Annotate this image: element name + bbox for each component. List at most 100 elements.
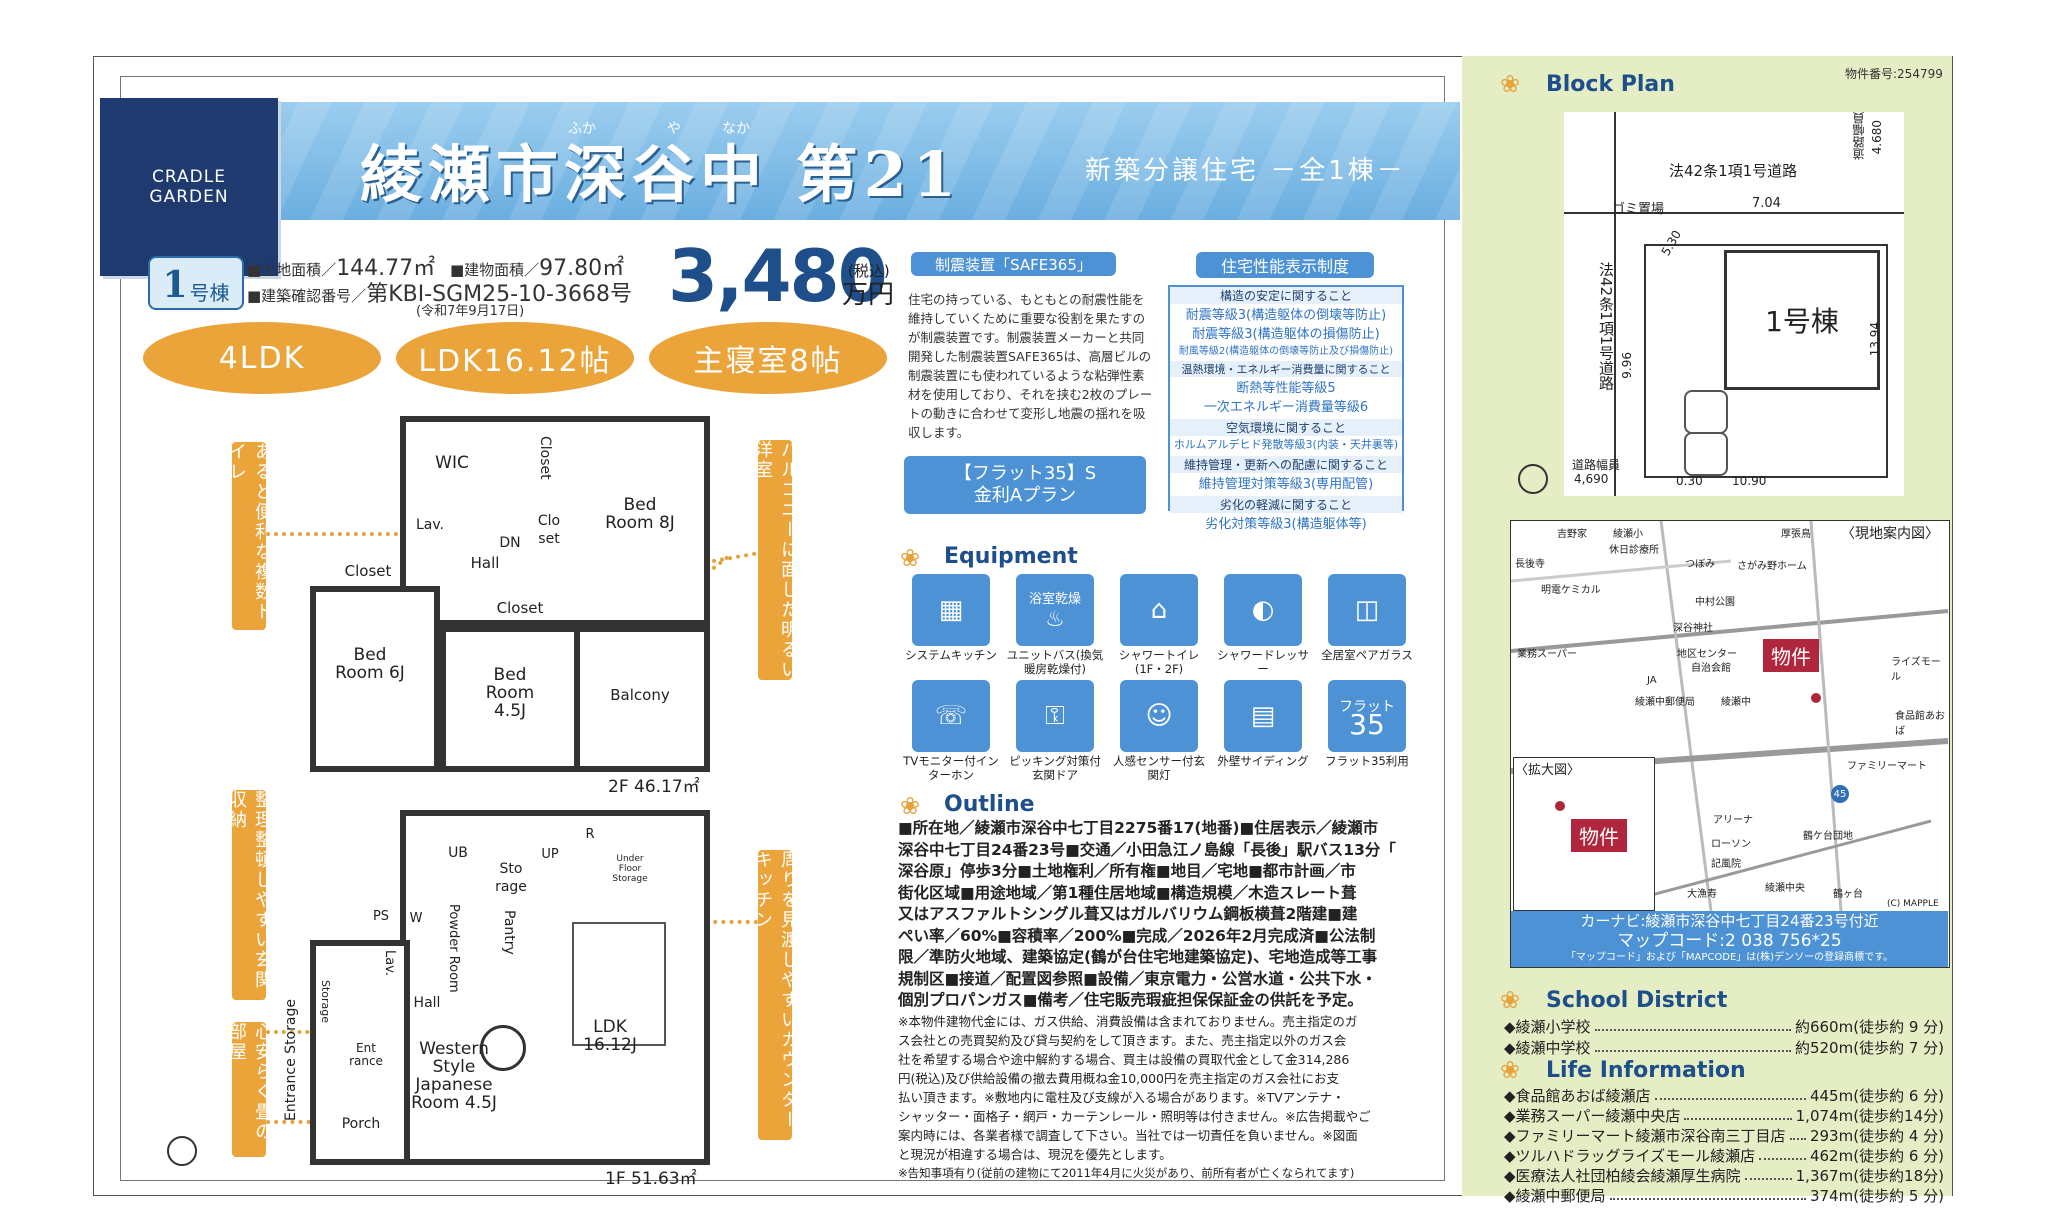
callout-counter-kitchen: 周りを見渡しやすいカウンターキッチン [752,850,799,1140]
callout-tatami: 心安らぐ畳の部屋 [226,1022,273,1157]
room-powder: Powder Room [446,904,461,993]
performance-box: 構造の安定に関すること 耐震等級3(構造躯体の倒壊等防止) 耐震等級3(構造躯体… [1168,285,1404,532]
road-top-label: 法42条1項1号道路 [1669,162,1798,180]
room-clo-set: Clo set [537,513,561,547]
block-plan: 1号棟 法42条1項1号道路 法42条1項1号道路 ゴミ置場 7.04 5.30… [1564,112,1904,496]
room-hall: Hall [470,554,500,572]
feature-ldk-size: LDK16.12帖 [396,322,634,394]
connector-line [266,532,406,536]
lotus-icon: ❀ [1500,70,1521,98]
map-pin-icon [1811,693,1821,703]
ps-label: PS [372,909,390,924]
safe365-title: 制震装置「SAFE365」 [911,252,1116,276]
room-pantry: Pantry [501,910,517,955]
room-japanese: Western Style Japanese Room 4.5J [411,1039,497,1113]
dim-13-94: 13.94 [1868,322,1882,357]
outline-notes: ※本物件建物代金には、ガス供給、消費設備は含まれておりません。売主指定のガ ス会… [898,1014,1371,1180]
area-spec: ■土地面積／144.77㎡ ■建物面積／97.80㎡ [247,256,625,281]
property-marker-zoom: 物件 [1571,819,1627,852]
price-tax: (税込) [848,262,890,280]
intercom-icon: ☏ [912,680,990,752]
cradle-garden-logo: CRADLE GARDEN [100,98,278,276]
road-left-label: 法42条1項1号道路 [1597,262,1615,391]
room-balcony: Balcony [610,686,670,704]
left-panel [120,76,1445,1181]
floor-plan-1f: UB Sto rage UP R Under Floor Storage PS … [283,810,710,1165]
dim-10-90: 10.90 [1732,474,1767,488]
page-subtitle: 新築分譲住宅 －全1棟－ [1085,156,1406,186]
kitchen-icon: ▦ [912,574,990,646]
room-entrance: Ent rance [349,1041,383,1068]
feature-master-bedroom: 主寝室8帖 [649,322,887,394]
map-pin-icon [1555,801,1565,811]
room-closet-vertical: Closet [537,436,553,480]
room-ub: UB [448,845,468,861]
garbage-label: ゴミ置場 [1612,202,1665,217]
car-icon [1684,390,1728,434]
lotus-icon: ❀ [1500,986,1521,1014]
confirm-date: (令和7年9月17日) [416,304,525,319]
page-title: 綾瀬市深谷中 第21 [360,138,962,211]
ruby-ya: や [667,121,681,137]
room-bed-4-5j: Bed Room 4.5J [485,665,535,721]
ruby-naka: なか [722,121,750,137]
list-item: ◆綾瀬小学校約660m(徒歩約 9 分) [1504,1018,1944,1036]
property-marker: 物件 [1763,639,1819,672]
washer-w: W [409,911,423,926]
stairs-up: UP [541,847,559,862]
block-plan-title: Block Plan [1546,72,1675,97]
floor-plan-2f: WIC Lav. Closet Closet Clo set Bed Room … [310,416,710,772]
dim-7-04: 7.04 [1752,196,1781,211]
lotus-icon: ❀ [1500,1056,1521,1084]
feature-4ldk: 4LDK [143,322,381,394]
under-floor-storage: Under Floor Storage [612,854,648,884]
outline-title: Outline [944,792,1035,817]
window-icon: ◫ [1328,574,1406,646]
table-icon [480,1025,526,1071]
road-width-top: 4.680 [1870,120,1884,155]
callout-toilets: あると便利な複数トイレ [226,442,273,630]
school-title: School District [1546,988,1728,1013]
floor-2f-area: 2F 46.17㎡ [608,777,700,797]
dining-table-icon [572,922,666,1046]
confirm-spec: ■建築確認番号／第KBI-SGM25-10-3668号 [247,282,632,307]
zoom-title: 〈拡大図〉 [1515,763,1581,778]
ruby-fuka: ふか [568,121,596,137]
room-lav-1f: Lav. [382,950,397,977]
car-icon [1684,432,1728,476]
page-frame [93,56,1953,1196]
room-hall-1f: Hall [413,995,441,1011]
dim-9-96: 9.96 [1620,352,1634,379]
equipment-title: Equipment [944,544,1078,569]
lotus-icon: ❀ [900,544,921,572]
equipment-grid: ▦ システムキッチン 浴室乾燥♨ ユニットバス(換気暖房乾燥付) ⌂ シャワート… [902,574,1413,782]
room-closet-2: Closet [496,599,544,617]
lotus-icon: ❀ [900,792,921,820]
road-width-label-top: 道路幅員 [1852,112,1866,160]
room-closet: Closet [344,562,392,580]
room-storage: Sto rage [495,861,527,895]
floor-1f-area: 1F 51.63㎡ [605,1169,697,1189]
room-bed-6j: Bed Room 6J [335,645,405,683]
north-compass-icon [1518,464,1548,494]
callout-entrance-storage: 整理整頓しやすい玄関収納 [226,790,273,1000]
map-copyright: (C) MAPPLE [1887,899,1939,909]
wall-icon: ▤ [1224,680,1302,752]
title-banner [100,102,1460,220]
room-lav: Lav. [415,517,445,533]
map-navi-bar: カーナビ:綾瀬市深谷中七丁目24番23号付近 マップコード:2 038 756*… [1511,911,1948,967]
banner-stripes [100,102,1460,220]
room-ldk: LDK 16.12J [583,1017,637,1055]
building-footprint: 1号棟 [1724,250,1880,390]
stairs-dn: DN [499,535,521,551]
dim-0-30: 0.30 [1676,474,1703,488]
list-item: ◆綾瀬中学校約520m(徒歩約 7 分) [1504,1039,1944,1057]
price: 3,480 [668,234,888,318]
road-width-left: 4,690 [1574,472,1609,486]
outline-text: ■所在地／綾瀬市深谷中七丁目2275番17(地番)■住居表示／綾瀬市 深谷中七丁… [898,819,1396,1009]
